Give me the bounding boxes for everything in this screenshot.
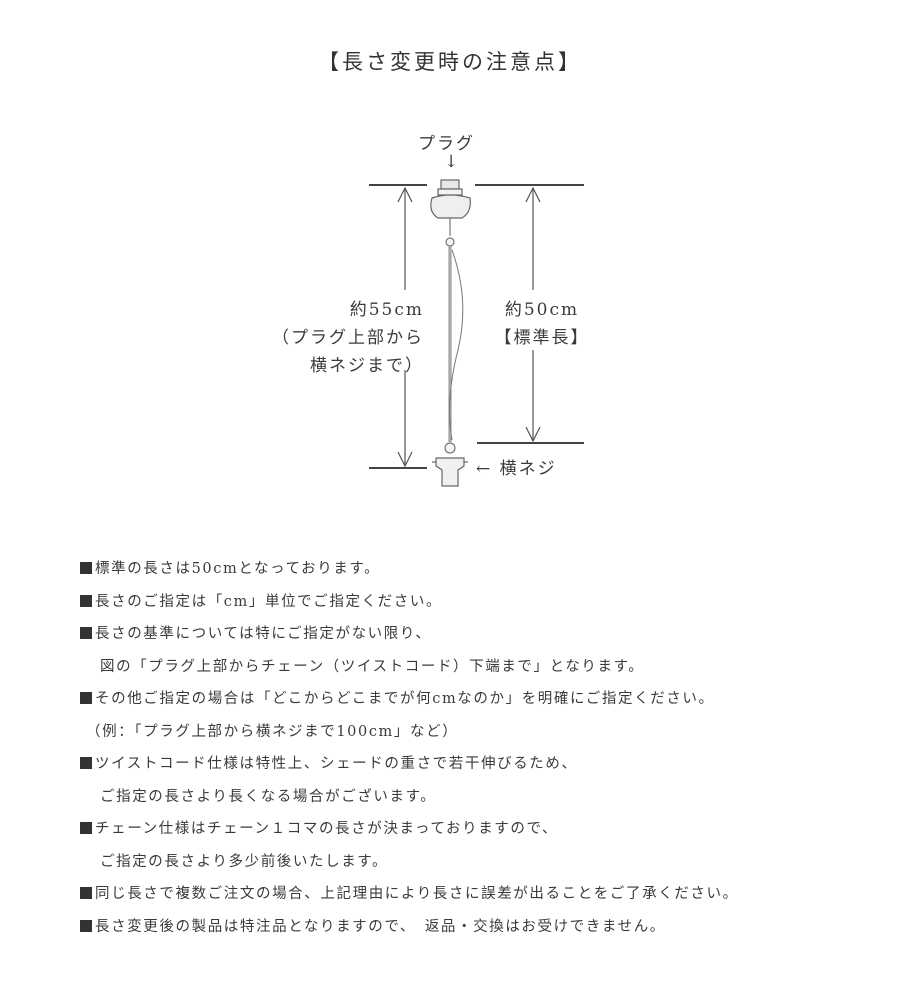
note-line-5: その他ご指定の場合は「どこからどこまでが何cmなのか」を明確にご指定ください。 (80, 683, 870, 716)
page-title: 【長さ変更時の注意点】 (318, 50, 582, 74)
note-line-7: ツイストコード仕様は特性上、シェードの重さで若干伸びるため、 (80, 748, 870, 781)
note-line-1: 標準の長さは50cmとなっております。 (80, 553, 870, 586)
note-line-3: 長さの基準については特にご指定がない限り、 (80, 618, 870, 651)
note-line-10: ご指定の長さより多少前後いたします。 (80, 846, 870, 879)
square-bullet-icon (80, 822, 92, 834)
note-text: その他ご指定の場合は「どこからどこまでが何cmなのか」を明確にご指定ください。 (95, 691, 715, 707)
square-bullet-icon (80, 562, 92, 574)
square-bullet-icon (80, 887, 92, 899)
note-line-9: チェーン仕様はチェーン１コマの長さが決まっておりますので、 (80, 813, 870, 846)
note-text: 長さの基準については特にご指定がない限り、 (95, 626, 432, 642)
chain-and-cord (444, 237, 464, 454)
note-text: 図の「プラグ上部からチェーン（ツイストコード）下端まで」となります。 (100, 658, 645, 675)
right-dimension-arrow (525, 186, 541, 443)
plug-arrow: ↓ (444, 152, 461, 172)
left-length-note-1: （プラグ上部から (272, 328, 424, 348)
side-screw-label: ← 横ネジ (476, 459, 557, 479)
note-text: ご指定の長さより多少前後いたします。 (100, 853, 389, 870)
square-bullet-icon (80, 919, 92, 932)
square-bullet-icon (80, 627, 92, 639)
note-text: 同じ長さで複数ご注文の場合、上記理由により長さに誤差が出ることをご了承ください。 (95, 886, 739, 902)
length-diagram: プラグ ↓ 約55cm （プラグ上部から 横ネジまで） 約50cm 【標準長】 … (272, 129, 590, 487)
note-text: ツイストコード仕様は特性上、シェードの重さで若干伸びるため、 (95, 756, 578, 772)
note-line-8: ご指定の長さより長くなる場合がございます。 (80, 781, 870, 814)
square-bullet-icon (80, 692, 92, 704)
left-dimension-arrow (397, 186, 413, 468)
right-length-note: 【標準長】 (494, 328, 590, 348)
socket-shape (432, 457, 468, 487)
note-line-11: 同じ長さで複数ご注文の場合、上記理由により長さに誤差が出ることをご了承ください。 (80, 878, 870, 911)
note-line-4: 図の「プラグ上部からチェーン（ツイストコード）下端まで」となります。 (80, 651, 870, 684)
pendant-drawing (369, 179, 584, 487)
plug-label: プラグ (418, 129, 475, 154)
left-length-value: 約55cm (349, 300, 424, 320)
square-bullet-icon (80, 757, 92, 769)
note-line-12: 長さ変更後の製品は特注品となりますので、 返品・交換はお受けできません。 (80, 911, 870, 944)
right-length-value: 約50cm (504, 300, 580, 320)
note-line-6: （例：「プラグ上部から横ネジまで100cm」など） (80, 716, 870, 749)
note-text: ご指定の長さより長くなる場合がございます。 (100, 788, 437, 805)
plug-label-text: プラグ (418, 134, 475, 154)
plug-shape (430, 179, 471, 236)
note-line-2: 長さのご指定は「cm」単位でご指定ください。 (80, 586, 870, 619)
note-text: 長さのご指定は「cm」単位でご指定ください。 (95, 593, 443, 610)
left-length-note-2: 横ネジまで） (310, 356, 424, 376)
note-text: 標準の長さは50cmとなっております。 (95, 561, 381, 577)
square-bullet-icon (80, 594, 92, 607)
notes-list: 標準の長さは50cmとなっております。 長さのご指定は「cm」単位でご指定くださ… (80, 553, 870, 943)
note-text: 長さ変更後の製品は特注品となりますので、 返品・交換はお受けできません。 (95, 918, 666, 935)
note-text: チェーン仕様はチェーン１コマの長さが決まっておりますので、 (95, 821, 559, 837)
note-text: （例：「プラグ上部から横ネジまで100cm」など） (86, 723, 459, 740)
